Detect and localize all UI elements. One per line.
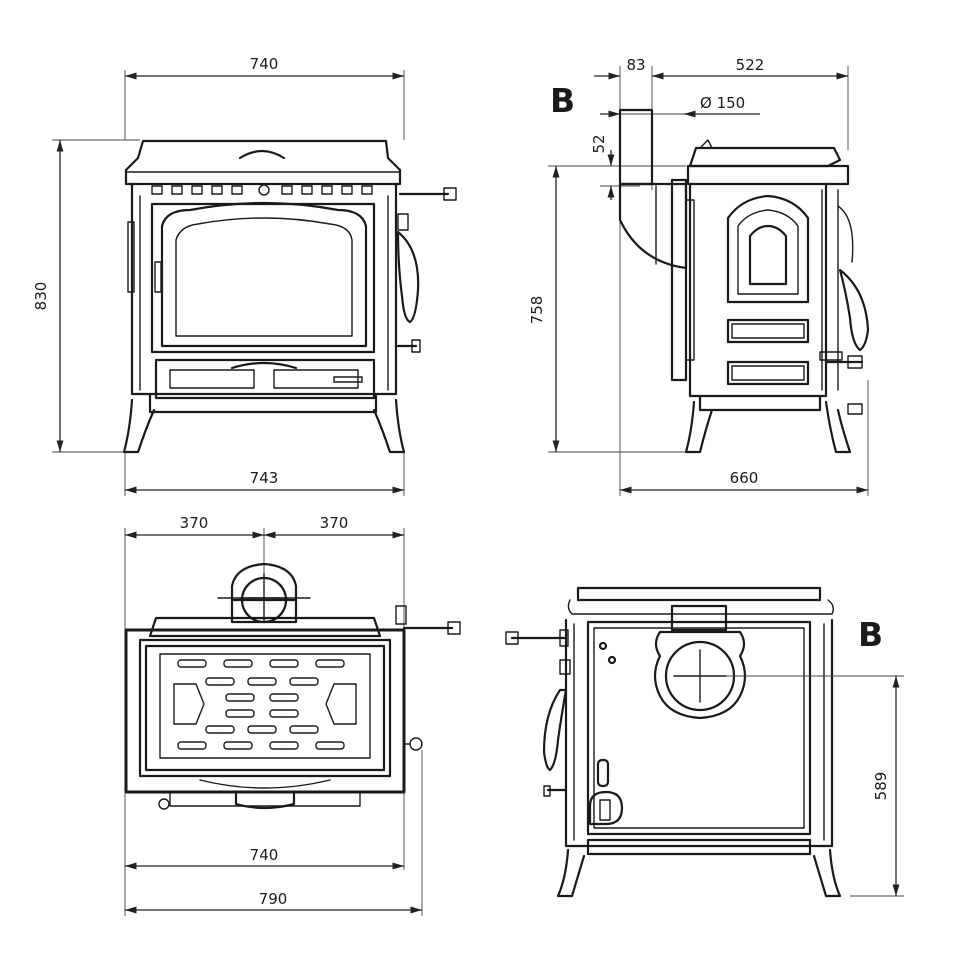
rear-label-b: B	[858, 615, 883, 654]
rear-dim-flue-center-height-label: 589	[872, 772, 890, 801]
side-window-glass	[748, 224, 788, 286]
rear-right-foot	[812, 848, 842, 898]
front-right-handle	[396, 230, 420, 324]
side-dim-depth: 660	[619, 190, 869, 496]
top-lid-plate	[148, 616, 382, 638]
top-front-handle	[234, 790, 296, 810]
front-dim-top-width: 740	[124, 55, 405, 140]
front-dim-top-width-label: 740	[250, 55, 279, 73]
side-dim-flue-diameter-label: Ø 150	[700, 94, 745, 112]
front-dim-height: 830	[32, 139, 140, 453]
side-right-foot	[824, 400, 852, 454]
front-door-glass-inner	[175, 217, 353, 337]
side-flue-elbow	[618, 182, 688, 270]
front-dim-bottom-width: 743	[124, 452, 405, 496]
top-dim-total-width: 790	[124, 750, 423, 916]
top-dim-total-width-label: 790	[259, 890, 288, 908]
side-window-outer	[726, 194, 810, 304]
side-panel-lower	[726, 360, 810, 386]
side-dim-flue-height: 52	[590, 134, 640, 200]
rear-top-plate	[576, 586, 822, 602]
side-dim-offset-label: 83	[626, 56, 645, 74]
rear-valve	[588, 790, 624, 826]
front-right-foot	[372, 398, 406, 454]
front-view: 740 830 743	[32, 55, 457, 496]
side-view: B 83 522 Ø 150 52	[528, 56, 870, 496]
rear-back-panel	[586, 620, 812, 836]
top-dim-half-left-label: 370	[180, 514, 209, 532]
side-handle	[838, 268, 870, 352]
front-dim-height-label: 830	[32, 282, 50, 311]
top-dim-width: 740	[124, 792, 405, 916]
side-dim-depth-label: 660	[730, 469, 759, 487]
front-body	[130, 182, 398, 396]
top-dim-width-label: 740	[250, 846, 279, 864]
top-view: 370 370	[124, 514, 461, 916]
front-top-plate	[124, 139, 402, 186]
rear-side-handle	[542, 688, 568, 772]
side-back-plate	[670, 178, 688, 382]
side-dim-height-label: 758	[528, 296, 546, 325]
rear-dim-flue-height: 589	[726, 675, 904, 897]
side-left-foot	[684, 400, 714, 454]
front-ash-drawer	[154, 358, 376, 400]
side-top-plate	[688, 146, 842, 168]
side-label-b: B	[550, 81, 575, 120]
front-ash-drawer-handle	[230, 361, 298, 370]
top-dim-half-right-label: 370	[320, 514, 349, 532]
top-grate-slots	[173, 659, 357, 750]
top-flue-collar	[217, 562, 311, 624]
front-dim-bottom-width-label: 743	[250, 469, 279, 487]
side-dim-height: 758	[528, 165, 686, 453]
front-door-glass-outer	[160, 201, 368, 348]
rear-view: B 589	[505, 586, 904, 898]
rear-body	[564, 618, 834, 848]
front-vent-row	[151, 184, 373, 196]
side-dim-top: 83 522	[594, 56, 849, 190]
side-panel-upper	[726, 318, 810, 344]
front-lid-handle	[238, 149, 286, 160]
front-left-foot	[122, 398, 156, 454]
side-flue-pipe	[618, 108, 654, 186]
rear-left-foot	[556, 848, 586, 898]
rear-lever	[596, 758, 610, 788]
side-dim-flue-height-label: 52	[590, 134, 608, 153]
side-body	[688, 182, 828, 398]
side-dim-depth-top-label: 522	[736, 56, 765, 74]
